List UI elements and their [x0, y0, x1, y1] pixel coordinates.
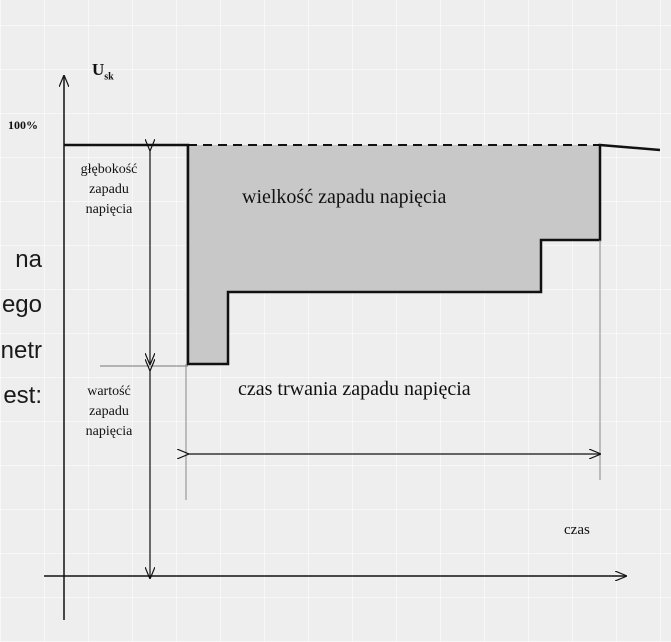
- dip-magnitude-area: [186, 145, 600, 364]
- reference-level-label: 100%: [8, 118, 38, 132]
- side-text-3: netr: [0, 337, 42, 364]
- side-text-1: na: [15, 246, 42, 273]
- value-label: wartość zapadu napięcia: [85, 384, 133, 439]
- side-text-4: est:: [3, 382, 42, 409]
- magnitude-label: wielkość zapadu napięcia: [242, 186, 447, 208]
- y-axis-label: Usk: [92, 60, 114, 83]
- duration-label: czas trwania zapadu napięcia: [238, 378, 471, 400]
- x-axis-label: czas: [564, 522, 590, 538]
- depth-label: głębokość zapadu napięcia: [80, 162, 138, 217]
- side-text-2: ego: [1, 291, 42, 318]
- voltage-curve: [64, 143, 661, 366]
